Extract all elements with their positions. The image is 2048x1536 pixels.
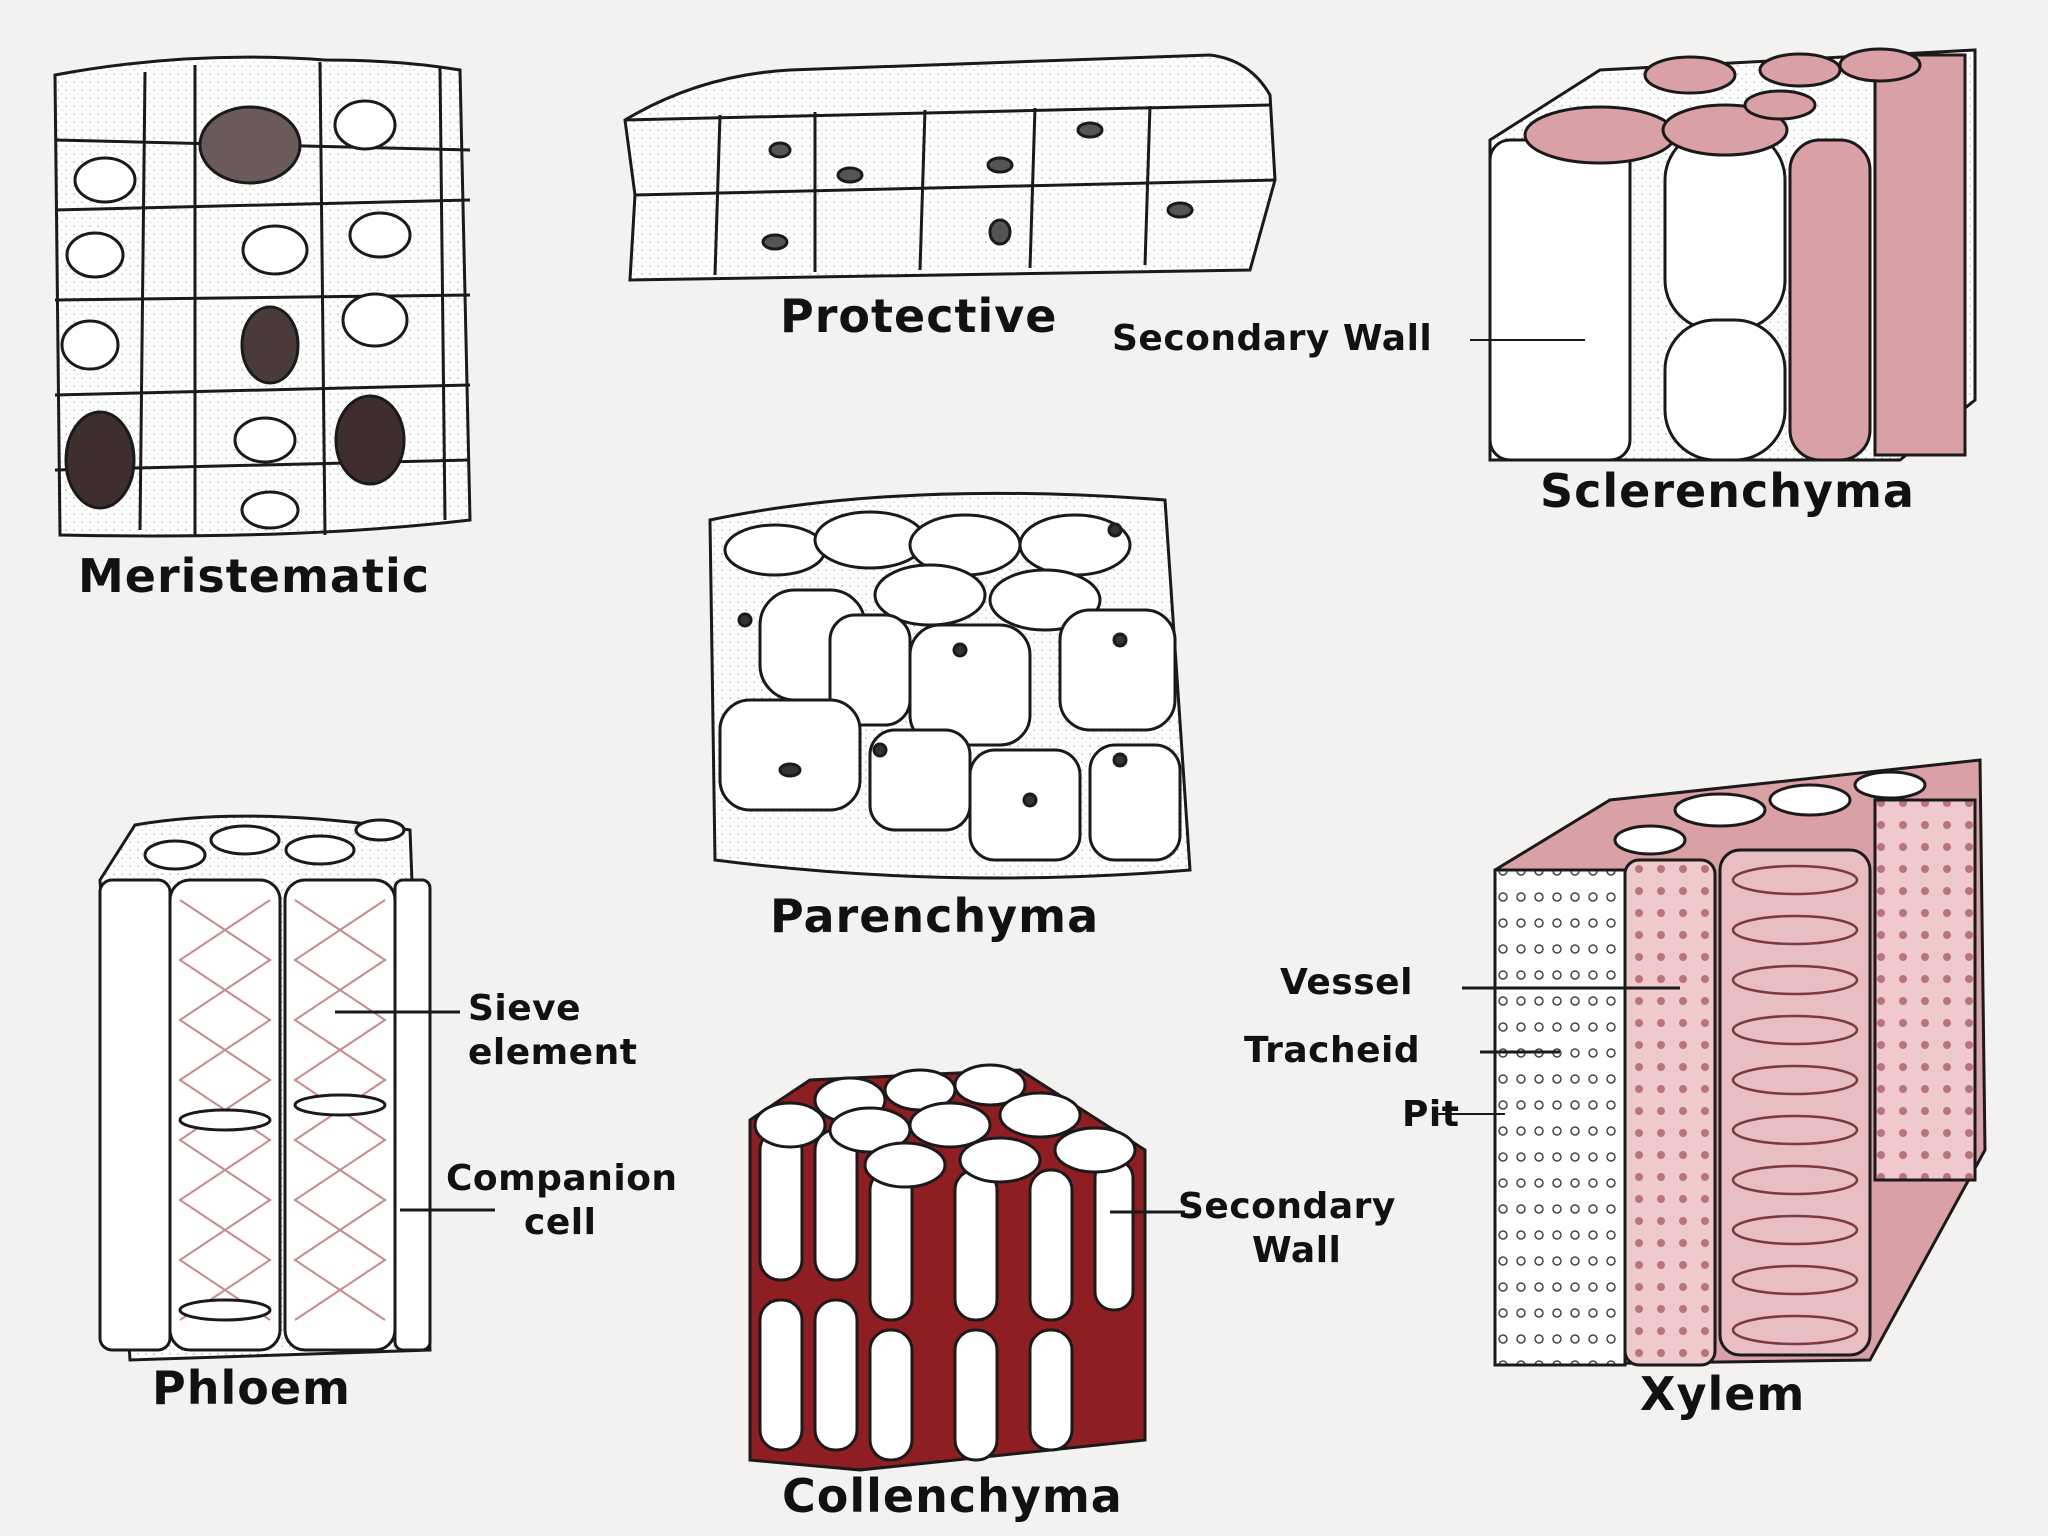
parenchyma-drawing <box>708 491 1192 880</box>
meristematic-drawing <box>53 55 472 538</box>
sclerenchyma-drawing <box>1488 47 1977 462</box>
xylem-drawing <box>1493 758 1987 1367</box>
pit-label: Pit <box>1402 1094 1460 1135</box>
sieve-element-label-line2: element <box>468 1032 638 1073</box>
companion-cell-label-line2: cell <box>524 1202 597 1243</box>
phloem-drawing <box>98 814 432 1362</box>
collenchyma-secondary-wall-label-line1: Secondary <box>1178 1186 1396 1227</box>
phloem-title: Phloem <box>152 1361 351 1415</box>
meristematic-title: Meristematic <box>78 549 430 603</box>
collenchyma-title: Collenchyma <box>782 1469 1123 1523</box>
tracheid-label: Tracheid <box>1244 1030 1421 1071</box>
sclerenchyma-secondary-wall-label: Secondary Wall <box>1112 318 1433 359</box>
sieve-element-label-line1: Sieve <box>468 988 582 1029</box>
protective-title: Protective <box>780 289 1058 343</box>
collenchyma-secondary-wall-label-line2: Wall <box>1252 1230 1342 1271</box>
collenchyma-drawing <box>748 1063 1147 1472</box>
sclerenchyma-title: Sclerenchyma <box>1540 464 1915 518</box>
parenchyma-title: Parenchyma <box>770 889 1100 943</box>
protective-drawing <box>623 53 1277 282</box>
vessel-label: Vessel <box>1280 962 1413 1003</box>
companion-cell-label-line1: Companion <box>446 1158 678 1199</box>
xylem-title: Xylem <box>1640 1367 1806 1421</box>
